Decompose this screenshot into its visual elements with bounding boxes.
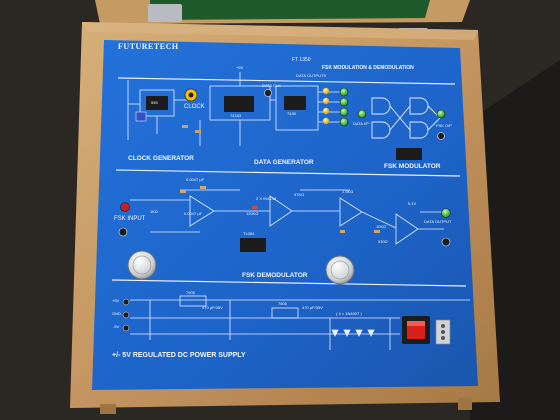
- data-output-socket-green: [441, 208, 451, 218]
- data-ip-socket: [357, 109, 367, 119]
- r-1k-label: 1KΩ: [150, 209, 158, 214]
- power-supply-circuit: [130, 295, 470, 350]
- bridge-diodes: [331, 329, 375, 337]
- fsk-input-socket-black: [118, 227, 128, 237]
- r-10k-label: 10KΩ: [376, 224, 387, 229]
- power-connector: [435, 319, 451, 345]
- tl084-label: TL084: [243, 231, 255, 236]
- fsk-op-label: FSK O/P: [436, 123, 452, 128]
- r-330-label: 330Ω: [378, 239, 388, 244]
- vcc-label: +5V: [236, 65, 244, 70]
- ic-74163: [224, 96, 254, 112]
- trimpot: [135, 111, 147, 122]
- fsk-demodulator-circuit: [130, 189, 444, 245]
- fsk-op-socket-2: [437, 132, 445, 140]
- fsk-op-socket-1: [436, 109, 446, 119]
- ic-tl084: [240, 238, 266, 252]
- c-0-0047-label: 0.0047 µF: [186, 177, 205, 182]
- data-output-label: DATA OUTPUT: [424, 219, 452, 224]
- ic-7905-label: 7905: [186, 290, 195, 295]
- gnd-socket: [122, 311, 130, 319]
- fsk-input-socket-red: [120, 202, 130, 212]
- section-power-supply: +/- 5V REGULATED DC POWER SUPPLY: [112, 352, 246, 359]
- data-output-socket-black: [441, 237, 451, 247]
- panel-title: FSK MODULATION & DEMODULATION: [322, 65, 414, 71]
- cap-470-label: 470 µF/35V: [202, 305, 223, 310]
- fsk-input-label: FSK INPUT: [114, 216, 146, 222]
- v-5-1-label: 5.1V: [408, 201, 417, 206]
- cap-470b-label: 470 µF/35V: [302, 305, 323, 310]
- c-0-0047b-label: 0.0047 µF: [184, 211, 203, 216]
- section-fsk-demodulator: FSK DEMODULATOR: [242, 272, 308, 279]
- data-outputs-label: DATA OUTPUTS: [296, 73, 327, 78]
- knob-right: [325, 255, 355, 285]
- data-clk-label: DATA CLK: [262, 83, 281, 88]
- data-leds: [322, 87, 330, 125]
- data-ip-label: DATA I/P: [353, 121, 369, 126]
- clock-label: CLOCK: [184, 104, 205, 110]
- model-label: FT 1350: [292, 57, 311, 63]
- r-120k-label: 120KΩ: [246, 211, 259, 216]
- r-47k-label: 47KΩ: [294, 192, 305, 197]
- power-switch: [402, 316, 430, 344]
- section-fsk-modulator: FSK MODULATOR: [384, 163, 441, 170]
- r-1-5k-label: 1.5KΩ: [342, 189, 354, 194]
- data-output-sockets: [339, 87, 349, 127]
- section-clock-generator: CLOCK GENERATOR: [128, 155, 194, 162]
- minus5-label: -5V: [113, 324, 120, 329]
- ic-74163-label: 74163: [230, 113, 242, 118]
- ic-555-label: 555: [151, 100, 158, 105]
- data-generator-circuit: [209, 72, 342, 146]
- ic-modulator: [396, 148, 422, 160]
- plus5v-socket: [122, 298, 130, 306]
- ic-7495-label: 7495: [287, 111, 296, 116]
- ic-555: [146, 96, 168, 110]
- bridge-label: ( 4 × 1N4007 ): [336, 311, 362, 316]
- plus5-label: +5V: [112, 298, 120, 303]
- blue-panel: [92, 40, 478, 390]
- section-borders: [111, 77, 467, 287]
- knob-left: [127, 250, 157, 280]
- gnd-label: GND: [112, 311, 121, 316]
- data-clk-socket: [264, 89, 272, 97]
- minus5v-socket: [122, 324, 130, 332]
- ic-7495: [284, 96, 306, 110]
- diodes-label: 2 X IN4148: [256, 196, 277, 201]
- ic-7805-label: 7805: [278, 301, 287, 306]
- section-data-generator: DATA GENERATOR: [254, 159, 314, 166]
- brand-label: FUTURETECH: [118, 42, 179, 51]
